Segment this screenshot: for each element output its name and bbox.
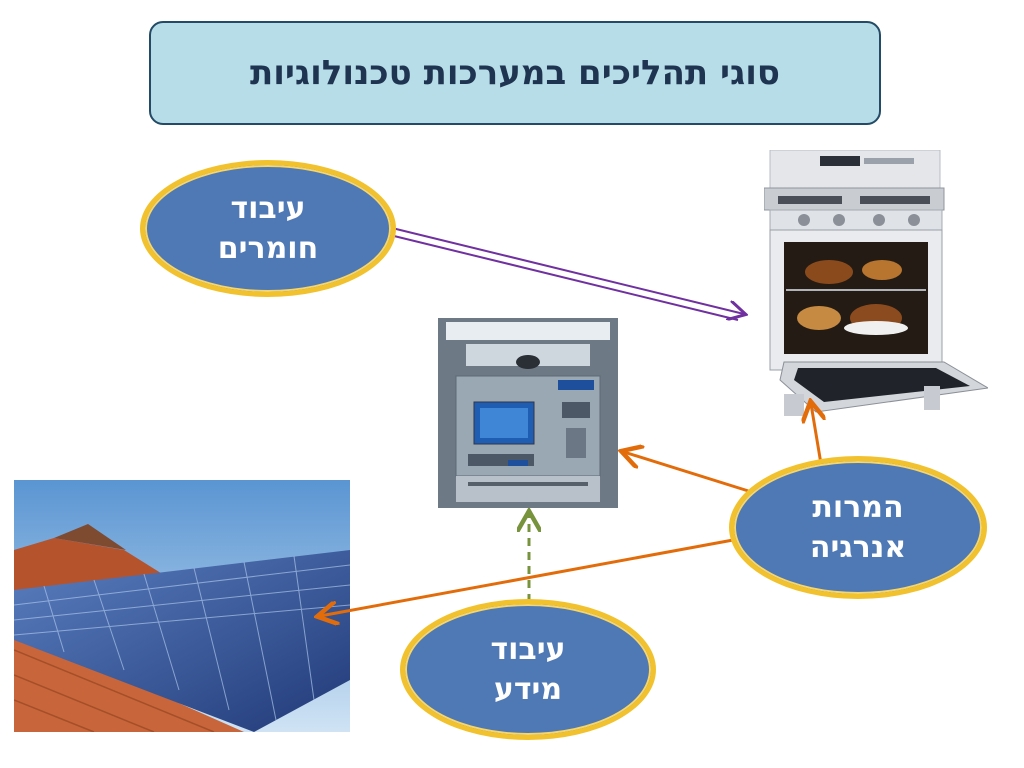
atm-photo	[438, 318, 618, 508]
solar-panels-photo	[14, 480, 350, 732]
page-title: סוגי תהליכים במערכות טכנולוגיות	[250, 53, 780, 93]
node-materials-processing: עיבוד חומרים	[140, 160, 396, 297]
arrow-energy-to-atm	[624, 452, 759, 496]
title-box: סוגי תהליכים במערכות טכנולוגיות	[149, 21, 881, 125]
node-materials-line1: עיבוד	[230, 190, 306, 226]
arrow-materials-to-oven	[391, 227, 744, 314]
node-information-line2: מידע	[493, 671, 563, 707]
node-energy-conversion: המרות אנרגיה	[729, 456, 987, 599]
node-energy-line2: אנרגיה	[809, 529, 907, 565]
node-materials-line2: חומרים	[217, 230, 319, 266]
node-information-processing: עיבוד מידע	[400, 599, 656, 740]
oven-photo	[764, 150, 988, 416]
node-energy-line1: המרות	[812, 489, 904, 525]
node-information-line1: עיבוד	[490, 631, 566, 667]
